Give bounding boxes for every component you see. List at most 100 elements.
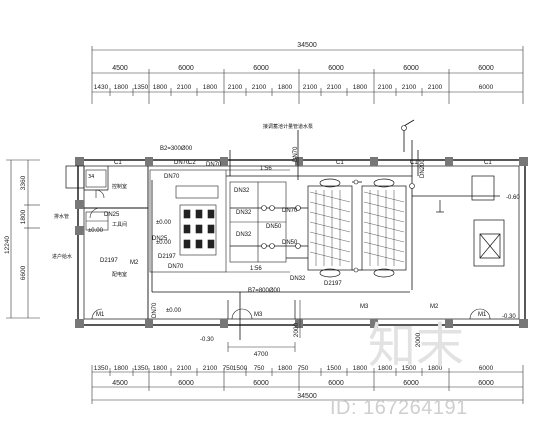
top-sub-dim: 6000: [479, 84, 494, 91]
d-label: D2197: [324, 281, 342, 287]
left-dimension-text: 12240 3360 1800 6600: [4, 175, 27, 280]
dn-label: DN32: [234, 188, 250, 194]
left-part-dim: 1800: [20, 209, 27, 224]
dn-label: DN70: [174, 160, 190, 166]
door-tag: M3: [360, 304, 369, 310]
pipe-label: B7=800Ø00: [248, 288, 281, 294]
bottom-dimension-chain: [91, 365, 524, 404]
top-sub-dim: 2100: [402, 84, 417, 91]
top-sub-dim: 2100: [303, 84, 318, 91]
bottom-sub-dim: 1800: [428, 365, 443, 372]
dn-label-vertical: DN70: [293, 146, 299, 162]
left-dimension-chain: [6, 159, 40, 319]
top-main-dim: 6000: [253, 65, 269, 72]
bottom-sub-dim: 1800: [153, 365, 168, 372]
door-tag: M1: [478, 312, 487, 318]
top-dimension-text: 34500 4500 6000 6000 6000 6000 6000 1430…: [94, 42, 494, 91]
bottom-sub-dim: 750: [254, 365, 265, 372]
window-tag: C1: [114, 160, 122, 166]
top-main-dim: 6000: [178, 65, 194, 72]
top-sub-dim: 2100: [428, 84, 443, 91]
elevation-label: -0.30: [200, 337, 214, 343]
room-label: 配电室: [112, 271, 127, 278]
elevation-label: -0.60: [506, 195, 520, 201]
room-label: 控制室: [112, 183, 127, 190]
top-sub-dim: 1800: [353, 84, 368, 91]
top-sub-dim: 2100: [327, 84, 342, 91]
dn-label: DN25: [152, 236, 168, 242]
plan-labels: 接调蓄池计量管道水泵 B2=300Ø00 B7=800Ø00 34 控制室 工具…: [52, 123, 520, 343]
room-label: 工具间: [112, 221, 127, 228]
bottom-main-dim: 6000: [403, 380, 419, 387]
dn-label: DN32: [290, 276, 306, 282]
window-tag: C1: [410, 160, 418, 166]
dn-label: DN32: [236, 210, 252, 216]
left-part-dim: 3360: [20, 175, 27, 190]
watermark-logo: 知末: [368, 318, 464, 374]
bottom-main-dim: 6000: [253, 380, 269, 387]
bottom-sub-dim: 1800: [278, 365, 293, 372]
bottom-sub-dim: 2100: [203, 365, 218, 372]
left-note: 排水管: [54, 213, 69, 220]
dn-label: DN25: [104, 212, 120, 218]
bottom-sub-dim: 750: [298, 365, 309, 372]
watermark: 知末 ID: 167264191: [330, 318, 468, 419]
bottom-sub-dim: 1350: [94, 365, 109, 372]
top-sub-dim: 2100: [228, 84, 243, 91]
watermark-id: ID: 167264191: [330, 397, 468, 419]
left-room-equipment: [85, 169, 109, 231]
window-tag: C1: [484, 160, 492, 166]
top-sub-dim: 2100: [252, 84, 267, 91]
dn-label: DN70: [206, 162, 222, 168]
dn-label-vertical: DN200: [420, 159, 426, 178]
d-label: D2197: [100, 258, 118, 264]
top-sub-dim: 2100: [177, 84, 192, 91]
dn-label: DN50: [266, 224, 282, 230]
left-part-dim: 6600: [20, 265, 27, 280]
bottom-sub-dim: 750: [223, 365, 234, 372]
d-label: D2197: [158, 254, 176, 260]
bottom-sub-dim: 2100: [177, 365, 192, 372]
dn-label-vertical: DN70: [152, 302, 158, 318]
door-tag: M2: [130, 260, 139, 266]
dn-label: DN70: [282, 208, 298, 214]
top-main-dim: 6000: [403, 65, 419, 72]
top-main-dim: 4500: [112, 65, 128, 72]
ratio-label: 1:56: [260, 166, 272, 172]
bottom-sub-dim: 1500: [327, 365, 342, 372]
top-main-dim: 6000: [328, 65, 344, 72]
top-sub-dim: 1800: [153, 84, 168, 91]
interior-dim: 4700: [254, 351, 269, 358]
top-total-dim: 34500: [297, 42, 317, 49]
elevation-label: ±0.00: [156, 220, 172, 226]
top-sub-dim: 2100: [378, 84, 393, 91]
interior-dim: 2000: [293, 322, 300, 337]
bottom-sub-dim: 1800: [353, 365, 368, 372]
elevation-label: ±0.00: [166, 308, 182, 314]
elevation-label: ±0.00: [88, 228, 104, 234]
bottom-total-dim: 34500: [297, 393, 317, 400]
left-legend: 进户给水: [52, 253, 72, 260]
dn-label: DN70: [164, 174, 180, 180]
filter-units: [307, 178, 407, 278]
door-tag: M3: [254, 312, 263, 318]
top-sub-dim: 1430: [94, 84, 109, 91]
doors: [91, 308, 491, 320]
bottom-sub-dim: 1800: [378, 365, 393, 372]
bottom-dimension-text: 1350 1800 1350 1800 2100 2100 750 1500 7…: [94, 365, 494, 400]
dn-label: DN70: [168, 264, 184, 270]
bottom-main-dim: 6000: [478, 380, 494, 387]
bottom-main-dim: 4500: [112, 380, 128, 387]
dn-label: DN50: [282, 240, 298, 246]
dn-label: DN32: [236, 232, 252, 238]
top-sub-dim: 1800: [114, 84, 129, 91]
bottom-main-dim: 6000: [328, 380, 344, 387]
valves: [261, 125, 415, 273]
top-main-dim: 6000: [478, 65, 494, 72]
bottom-sub-dim: 1500: [233, 365, 248, 372]
pipe-label: B2=300Ø00: [160, 146, 193, 152]
door-tag: M2: [430, 304, 439, 310]
interior-dimension-text: 4700 2000 2000: [254, 322, 422, 358]
